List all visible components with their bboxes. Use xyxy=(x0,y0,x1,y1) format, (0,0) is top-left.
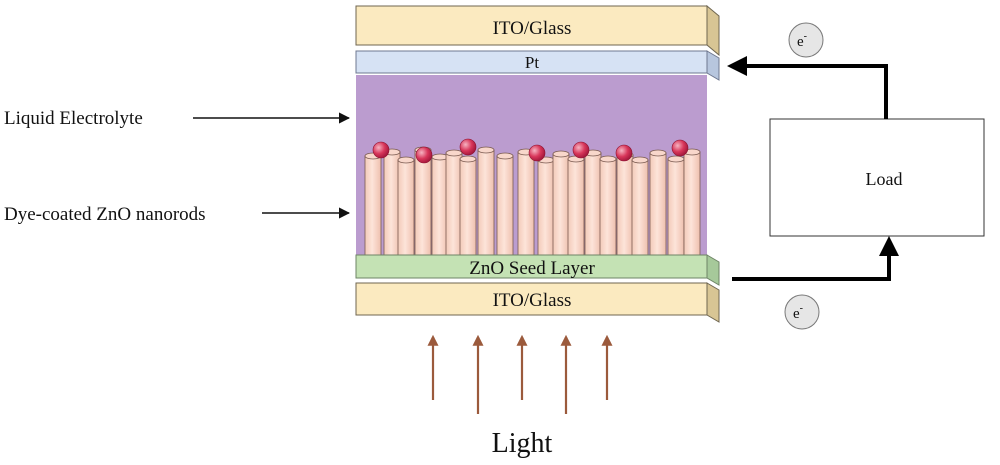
nanorod xyxy=(683,148,701,256)
zno-seed-layer: ZnO Seed Layer xyxy=(355,254,720,286)
pt-layer: Pt xyxy=(355,50,720,81)
nanorod xyxy=(631,156,649,256)
seed-layer-label: ZnO Seed Layer xyxy=(469,258,595,279)
svg-text:e-: e- xyxy=(797,31,807,50)
electron-bottom-symbol: e xyxy=(793,306,800,322)
dye-molecule-icon xyxy=(615,144,633,162)
svg-text:e-: e- xyxy=(793,303,803,322)
nanorod xyxy=(459,155,477,256)
dye-molecule-icon xyxy=(671,139,689,157)
zno-nanorods-group xyxy=(364,146,701,256)
nanorod xyxy=(567,155,585,256)
nanorod xyxy=(537,156,555,256)
load-box: Load xyxy=(769,118,985,237)
dye-molecule-icon xyxy=(415,146,433,164)
bottom-ito-glass-label: ITO/Glass xyxy=(493,290,572,311)
nanorod xyxy=(552,150,570,256)
electron-bottom-charge: - xyxy=(800,303,803,314)
nanorod xyxy=(649,149,667,256)
dye-molecules-group xyxy=(372,138,689,164)
electron-top-symbol: e xyxy=(797,34,804,50)
electron-icon: e- xyxy=(784,294,820,330)
nanorod xyxy=(584,149,602,256)
electron-top-charge: - xyxy=(804,31,807,42)
top-ito-glass-label: ITO/Glass xyxy=(493,18,572,39)
top-ito-glass-layer: ITO/Glass xyxy=(355,4,720,57)
dye-molecule-icon xyxy=(459,138,477,156)
circuit-wire-bottom xyxy=(732,236,899,281)
nanorod xyxy=(364,152,382,256)
load-label: Load xyxy=(866,169,903,189)
electron-icon: e- xyxy=(788,22,824,58)
light-label: Light xyxy=(492,428,553,459)
nanorod xyxy=(517,148,535,256)
nanorod xyxy=(599,155,617,256)
electrolyte-label: Liquid Electrolyte xyxy=(4,108,143,129)
circuit-wire-top xyxy=(727,56,888,119)
nanorod xyxy=(397,156,415,256)
pt-label: Pt xyxy=(525,53,539,72)
dye-molecule-icon xyxy=(572,141,590,159)
bottom-ito-glass-layer: ITO/Glass xyxy=(355,282,720,323)
nanorod xyxy=(616,151,634,256)
light-ray-arrows xyxy=(427,334,613,414)
nanorod xyxy=(667,155,685,256)
nanorod xyxy=(496,152,514,256)
nanorods-label: Dye-coated ZnO nanorods xyxy=(4,204,206,225)
dye-molecule-icon xyxy=(372,141,390,159)
nanorod xyxy=(477,146,495,256)
dye-molecule-icon xyxy=(528,144,546,162)
